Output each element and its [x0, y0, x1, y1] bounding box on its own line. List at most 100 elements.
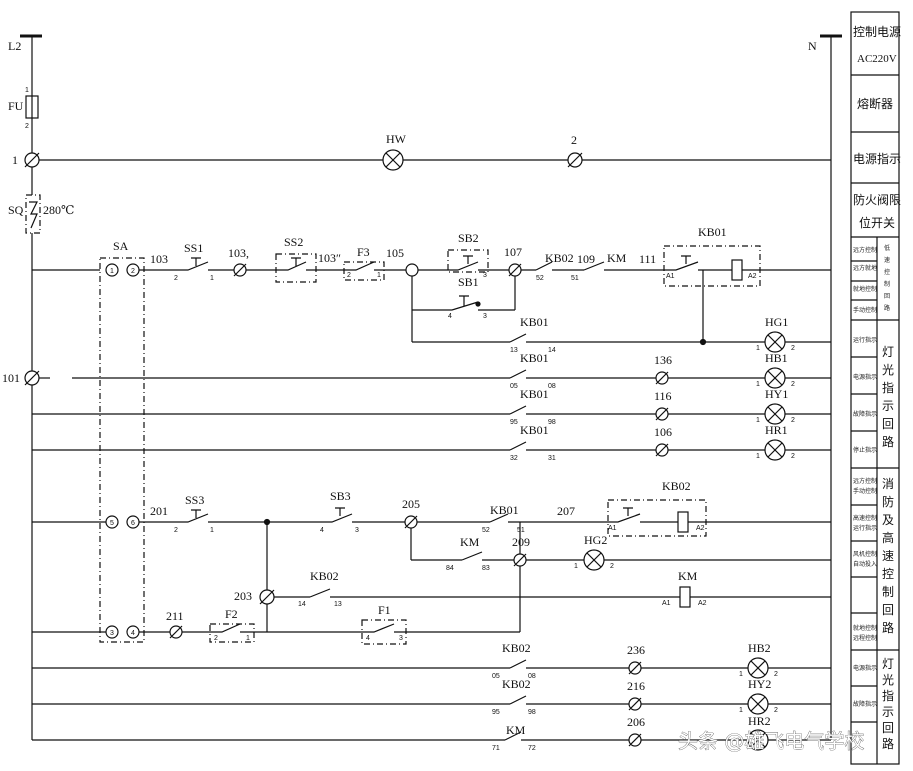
terminal-105	[405, 263, 419, 277]
sb1-dot	[475, 301, 481, 307]
sa-pin-4-label: 4	[131, 630, 135, 637]
f2-pin-1: 1	[246, 635, 250, 642]
l2-label: L2	[8, 39, 21, 53]
hg2-pin-1: 1	[574, 563, 578, 570]
sb1-pin-4: 4	[448, 313, 452, 320]
hb1-contact-label: KB01	[520, 351, 549, 365]
g3-small-3: 运行指示	[853, 524, 877, 532]
hb2-pin-2: 2	[774, 671, 778, 678]
fuse-pin-bottom: 2	[25, 123, 29, 130]
f1-contact	[362, 623, 406, 633]
wire-111-label: 111	[639, 252, 656, 266]
kb02-pin-52: 52	[536, 275, 544, 282]
wire-211-label: 211	[166, 609, 184, 623]
hb2-contact-label: KB02	[502, 641, 531, 655]
g1-label-2: 控	[884, 268, 890, 276]
g3-small-1: 手动控制	[853, 487, 877, 495]
g1-label-3: 制	[884, 280, 890, 288]
km-a2: A2	[698, 600, 707, 607]
g2-small-0: 运行指示	[853, 336, 877, 344]
kb02-pin-51: 51	[571, 275, 579, 282]
hb1-pin-2: 2	[791, 381, 795, 388]
sidebar-group-indicator-1: 运行指示 电源指示 故障指示 停止指示 灯 光 指 示 回 路	[851, 336, 894, 454]
kb02-a1: A1	[608, 525, 617, 532]
g3-label-1: 防	[882, 494, 894, 509]
ss2-contact	[276, 257, 316, 271]
sb3-pin-4: 4	[320, 527, 324, 534]
lamp-hr2-label: HR2	[748, 714, 771, 728]
km-coil	[679, 586, 691, 608]
g3-small-4: 风机控制	[853, 550, 877, 558]
lamp-hb2-x2	[750, 660, 766, 676]
node-1-label: 1	[12, 153, 18, 167]
hy1-c2: 98	[548, 419, 556, 426]
g3-label-7: 回	[882, 603, 894, 617]
sa-pin-6-label: 6	[131, 520, 135, 527]
km-label-r1: KM	[607, 251, 627, 265]
terminal-101-slash	[24, 370, 40, 386]
hg1-pin-1: 1	[756, 345, 760, 352]
terminal-107-slash	[508, 263, 522, 277]
sidebar-fire-valve-a: 防火阀限	[853, 192, 901, 207]
hb1-c2: 08	[548, 383, 556, 390]
wire-209-label: 209	[512, 535, 530, 549]
sb1-contact	[412, 295, 515, 311]
sa-pin-5-label: 5	[110, 520, 114, 527]
kb01-nc-contact-52	[489, 513, 608, 523]
ss3-pin-1: 1	[210, 527, 214, 534]
ss2-box	[275, 253, 317, 283]
km-a1: A1	[662, 600, 671, 607]
wire-107-label: 107	[504, 245, 522, 259]
sq-label: SQ	[8, 203, 24, 217]
sidebar-power-title: 控制电源	[853, 25, 901, 39]
hr1-c2: 31	[548, 455, 556, 462]
wire-236-label: 236	[627, 643, 645, 657]
g1-small-2: 就地控制	[853, 285, 877, 293]
km-no-contact-84	[461, 551, 514, 561]
g2-label-0: 灯	[882, 345, 894, 359]
kb02-a2: A2	[696, 525, 705, 532]
lamp-hy1-x2	[767, 406, 783, 422]
lamp-hb2-label: HB2	[748, 641, 771, 655]
lamp-hr2-x2	[750, 732, 766, 748]
sb3-pin-3: 3	[355, 527, 359, 534]
terminal-206-slash	[628, 733, 642, 747]
terminal-236-slash	[628, 661, 642, 675]
sb3-contact	[320, 507, 405, 523]
hy1-contact-label: KB01	[520, 387, 549, 401]
kb01-relay-box	[663, 245, 761, 287]
node-2-label: 2	[571, 133, 577, 147]
hy1-pin-2: 2	[791, 417, 795, 424]
kb02-pin-14: 14	[298, 601, 306, 608]
terminal-103a-slash	[233, 263, 247, 277]
hr1-c1: 32	[510, 455, 518, 462]
sidebar-power-indicator: 电源指示	[853, 151, 901, 166]
hy2-pin-1: 1	[739, 707, 743, 714]
kb01-no-contact-95	[509, 405, 765, 415]
wire-205-label: 205	[402, 497, 420, 511]
kb01-no-contact-13	[509, 333, 765, 343]
f3-pin-1: 1	[377, 272, 381, 279]
g4-label-4: 回	[882, 721, 894, 735]
lamp-hg1-x2	[767, 334, 783, 350]
g1-label-5: 路	[884, 304, 890, 312]
wire-109-label: 109	[577, 252, 595, 266]
terminal-116-slash	[655, 407, 669, 421]
g3-label-2: 及	[882, 513, 894, 527]
ss3-label: SS3	[185, 493, 204, 507]
lamp-hy2-label: HY2	[748, 677, 771, 691]
f2-pin-2: 2	[214, 635, 218, 642]
g2-label-1: 光	[882, 363, 894, 377]
sidebar-fuse: 熔断器	[857, 96, 893, 111]
f3-label: F3	[357, 245, 370, 259]
sa-pin-1	[105, 263, 119, 277]
sb1-pin-3: 3	[483, 313, 487, 320]
kb01-relay-label: KB01	[698, 225, 727, 239]
g3-label-5: 控	[882, 567, 894, 581]
g2-small-1: 电源指示	[853, 373, 877, 381]
sidebar-fire-valve-b: 位开关	[859, 215, 895, 230]
kb02-label-km: KB02	[310, 569, 339, 583]
kb01-a1: A1	[666, 273, 675, 280]
f2-contact	[210, 623, 254, 633]
lamp-hw-label: HW	[386, 132, 407, 146]
